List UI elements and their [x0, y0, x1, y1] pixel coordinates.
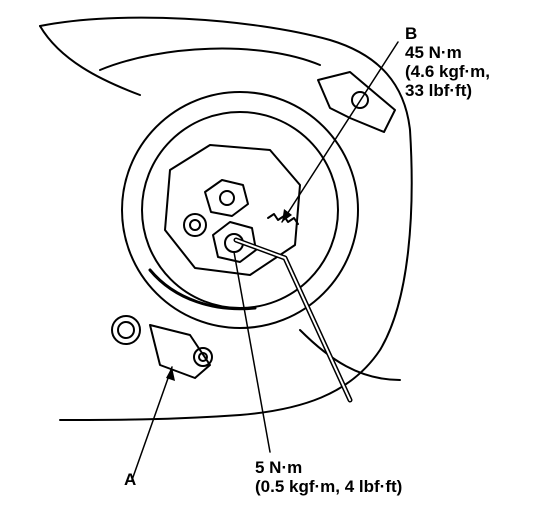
lower-torque-value: 5 N·m	[255, 458, 303, 477]
callout-b-imperial: 33 lbf·ft)	[405, 81, 473, 100]
callout-b-torque: 45 N·m	[405, 43, 462, 62]
left-bolt	[183, 213, 207, 237]
bolt-b-hex	[204, 179, 249, 217]
housing-cover-contour	[99, 47, 321, 71]
plug-tip	[193, 347, 213, 367]
housing-side-contour	[299, 329, 401, 381]
leader-b	[281, 41, 399, 223]
hex-key-inner	[235, 239, 351, 401]
arrowhead-a	[166, 367, 175, 381]
leader-a	[131, 366, 173, 481]
bore-shadow	[148, 268, 257, 311]
bracket-hole	[351, 91, 369, 109]
housing-outline	[39, 16, 413, 421]
lower-torque-spec: (0.5 kgf·m, 4 lbf·ft)	[255, 477, 403, 496]
callout-b-metric: (4.6 kgf·m,	[405, 62, 491, 81]
arrowhead-b	[282, 209, 292, 222]
o-ring-outer	[111, 315, 141, 345]
bolt-b-center	[219, 190, 235, 206]
plug-body	[149, 324, 211, 379]
leader-lower-torque	[233, 251, 271, 453]
hex-key	[233, 237, 353, 403]
callout-b-letter: B	[405, 24, 418, 43]
bracket	[317, 71, 396, 133]
callout-a-letter: A	[124, 470, 137, 489]
left-bolt-center	[189, 219, 201, 231]
bore-outer-ring	[121, 91, 359, 329]
o-ring-inner	[117, 321, 135, 339]
hub-body	[164, 144, 301, 276]
housing-left-edge	[39, 25, 141, 96]
plug-tip-center	[198, 352, 208, 362]
